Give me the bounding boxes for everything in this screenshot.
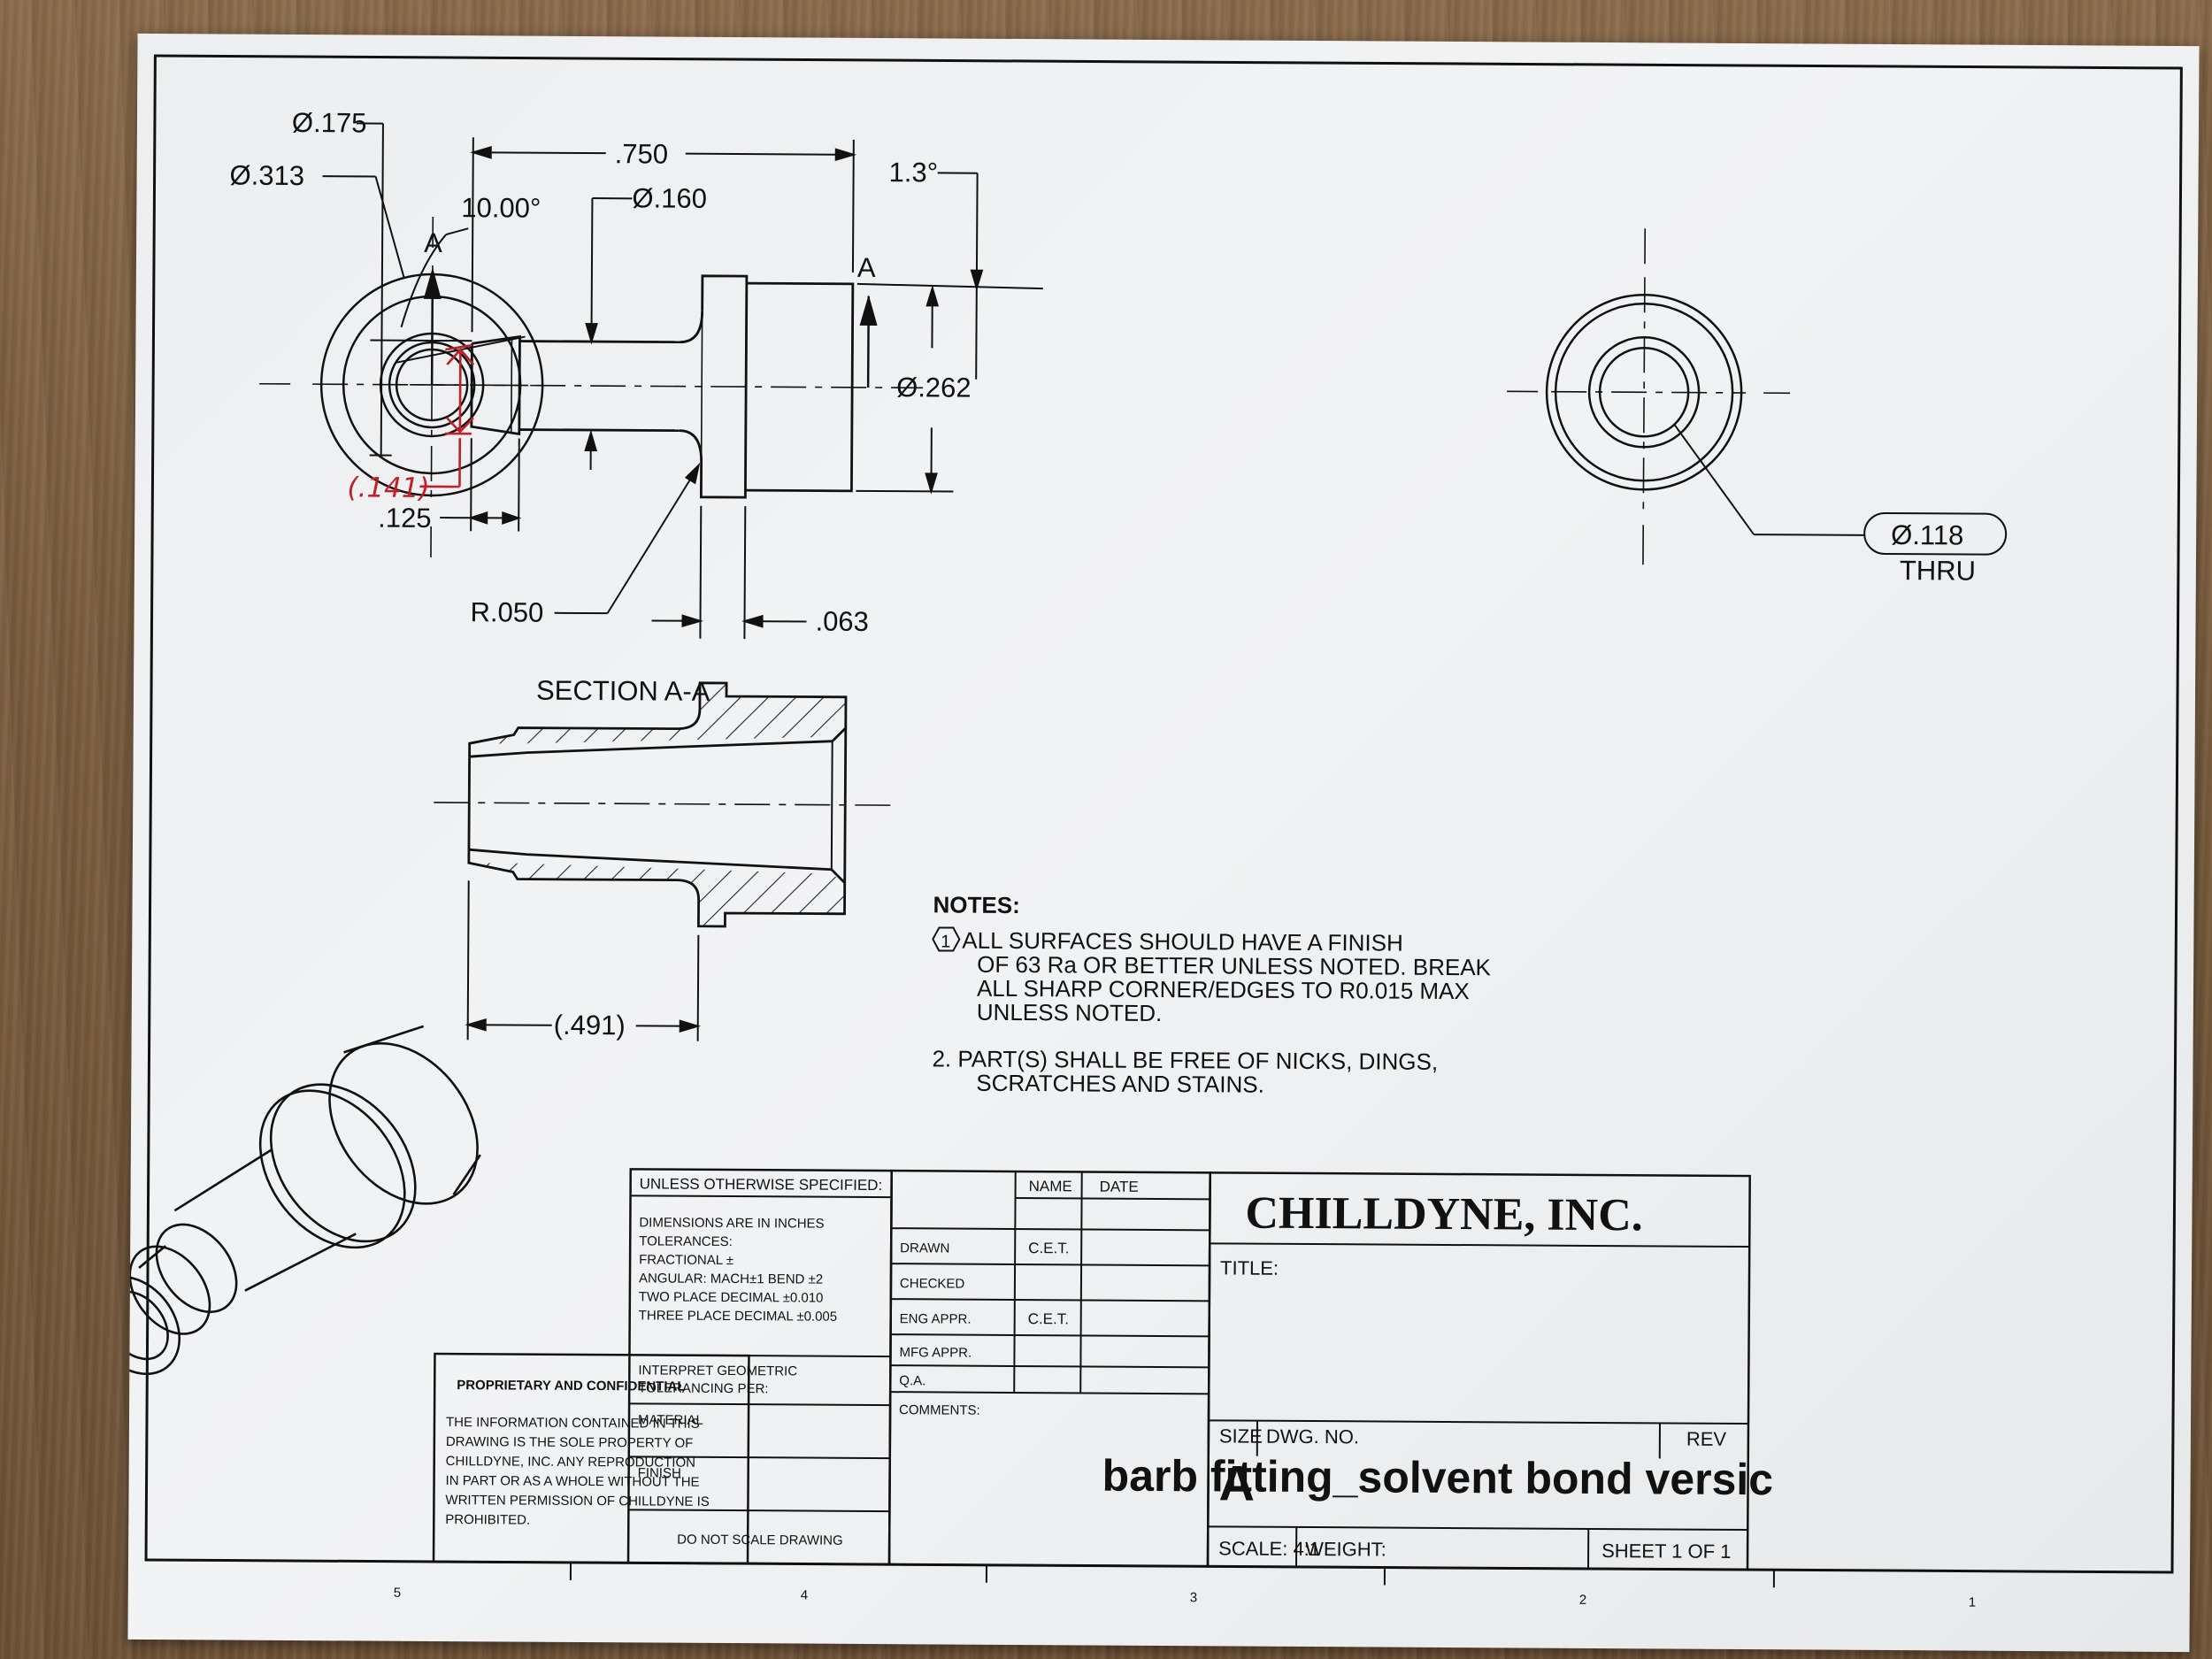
svg-text:DO NOT SCALE DRAWING: DO NOT SCALE DRAWING [677, 1532, 843, 1548]
svg-text:CHILLDYNE, INC. ANY REPRODUC: CHILLDYNE, INC. ANY REPRODUCTION [446, 1454, 695, 1471]
svg-text:UNLESS NOTED.: UNLESS NOTED. [977, 999, 1163, 1026]
svg-text:1: 1 [1969, 1595, 1976, 1610]
dim-len125: .125 [378, 503, 432, 534]
d313-leader [322, 175, 405, 280]
svg-text:COMMENTS:: COMMENTS: [899, 1402, 980, 1418]
svg-text:TOLERANCES:: TOLERANCES: [639, 1233, 733, 1249]
svg-text:INTERPRET GEOMETRIC: INTERPRET GEOMETRIC [638, 1363, 797, 1379]
title-label: TITLE: [1220, 1256, 1279, 1279]
svg-text:DRAWN: DRAWN [900, 1240, 949, 1256]
svg-text:C.E.T.: C.E.T. [1028, 1240, 1069, 1256]
svg-text:PROHIBITED.: PROHIBITED. [445, 1512, 530, 1528]
dim-len491: (.491) [554, 1010, 626, 1041]
dim-r050: R.050 [470, 596, 543, 628]
svg-text:5: 5 [394, 1586, 401, 1601]
svg-text:SCRATCHES AND STAINS.: SCRATCHES AND STAINS. [976, 1070, 1264, 1098]
dim-d313: Ø.313 [229, 160, 304, 192]
svg-text:TWO PLACE DECIMAL ±0.010: TWO PLACE DECIMAL ±0.010 [639, 1289, 824, 1305]
tolerance-text: DIMENSIONS ARE IN INCHES TOLERANCES: FRA… [639, 1215, 838, 1324]
handwritten-dim: (.141) [347, 472, 429, 504]
d160-dim [584, 197, 633, 471]
handwritten-markup [419, 343, 475, 488]
company-name: CHILLDYNE, INC. [1245, 1188, 1643, 1241]
svg-text:ALL SURFACES SHOULD HAVE A FIN: ALL SURFACES SHOULD HAVE A FINISH [962, 927, 1403, 956]
svg-text:FINISH: FINISH [638, 1465, 681, 1480]
svg-text:OF 63 Ra OR BETTER UNLESS NOTE: OF 63 Ra OR BETTER UNLESS NOTED. BREAK [977, 951, 1492, 981]
drawing-number: barb fitting_solvent bond versic [1102, 1451, 1773, 1505]
svg-text:3: 3 [1190, 1590, 1197, 1605]
svg-text:Q.A.: Q.A. [899, 1373, 926, 1388]
dim-len750: .750 [615, 138, 669, 169]
d262-dim [925, 284, 940, 495]
svg-text:ANGULAR: MACH±1 BEND ±2: ANGULAR: MACH±1 BEND ±2 [639, 1271, 823, 1286]
len063-dim [651, 505, 807, 640]
section-title: SECTION A-A [536, 675, 710, 707]
dim-d262: Ø.262 [896, 372, 972, 403]
len491-dim [465, 880, 702, 1041]
len750-dim [470, 137, 857, 333]
svg-text:SIZE: SIZE [1219, 1425, 1263, 1447]
proprietary-heading: PROPRIETARY AND CONFIDENTIAL [457, 1378, 685, 1394]
svg-text:1: 1 [941, 932, 950, 951]
svg-text:MATERIAL: MATERIAL [638, 1412, 703, 1427]
svg-text:THE INFORMATION CONTAINED IN T: THE INFORMATION CONTAINED IN THIS [446, 1415, 700, 1432]
title-block [432, 1168, 1751, 1571]
unless-specified: UNLESS OTHERWISE SPECIFIED: [640, 1175, 883, 1194]
dim-d118: Ø.118 [1891, 519, 1963, 551]
dim-d160: Ø.160 [632, 182, 707, 214]
len125-dim [440, 438, 522, 532]
section-arrow-right [859, 294, 878, 388]
dim-thru: THRU [1900, 555, 1976, 587]
svg-text:C.E.T.: C.E.T. [1028, 1310, 1069, 1327]
svg-text:SHEET 1 OF 1: SHEET 1 OF 1 [1601, 1540, 1731, 1563]
technical-drawing: Ø.313 Ø.118 THRU [127, 54, 2183, 1610]
svg-text:IN PART OR AS A WHOLE WITHOUT: IN PART OR AS A WHOLE WITHOUT THE [446, 1473, 700, 1490]
d118-leader [1674, 424, 2008, 556]
section-mark-right: A [857, 252, 876, 283]
svg-text:DATE: DATE [1100, 1179, 1139, 1195]
dim-ang13: 1.3° [889, 157, 939, 188]
svg-text:ALL SHARP CORNER/EDGES TO R0.0: ALL SHARP CORNER/EDGES TO R0.015 MAX [977, 975, 1470, 1004]
svg-text:FRACTIONAL ±: FRACTIONAL ± [639, 1252, 733, 1268]
zone-marks: 5 4 3 2 1 [394, 1562, 1976, 1610]
svg-text:DWG. NO.: DWG. NO. [1266, 1425, 1359, 1448]
ang13-dim [856, 172, 1043, 493]
svg-text:ENG APPR.: ENG APPR. [900, 1311, 972, 1326]
note-1: 1 ALL SURFACES SHOULD HAVE A FINISH OF 6… [932, 926, 1492, 1026]
svg-text:WEIGHT:: WEIGHT: [1305, 1538, 1386, 1561]
svg-text:CHECKED: CHECKED [900, 1276, 965, 1291]
proprietary-text: THE INFORMATION CONTAINED IN THIS DRAWIN… [445, 1415, 710, 1528]
svg-text:MFG APPR.: MFG APPR. [899, 1345, 972, 1360]
notes-heading: NOTES: [933, 891, 1019, 918]
r050-dim [554, 462, 701, 615]
dim-len063: .063 [815, 606, 869, 637]
d175-dim [356, 122, 472, 457]
svg-text:REV: REV [1686, 1428, 1727, 1450]
dim-d175: Ø.175 [292, 107, 367, 139]
size-value: A [1218, 1455, 1255, 1510]
section-mark-left: A [424, 227, 442, 258]
drawing-sheet: Ø.313 Ø.118 THRU [127, 33, 2200, 1653]
svg-text:TOLERANCING PER:: TOLERANCING PER: [638, 1380, 768, 1396]
svg-text:4: 4 [801, 1588, 808, 1603]
section-view [434, 681, 895, 928]
svg-text:NAME: NAME [1029, 1178, 1072, 1194]
isometric-view [127, 1025, 481, 1376]
sheet-border [144, 54, 2183, 1574]
note-2: 2. PART(S) SHALL BE FREE OF NICKS, DINGS… [932, 1045, 1438, 1098]
svg-text:2: 2 [1579, 1593, 1586, 1608]
front-centerline [410, 383, 924, 389]
svg-text:THREE PLACE DECIMAL ±0.005: THREE PLACE DECIMAL ±0.005 [639, 1308, 838, 1324]
svg-text:2. PART(S) SHALL BE FREE OF N: 2. PART(S) SHALL BE FREE OF NICKS, DINGS… [932, 1045, 1438, 1074]
section-arrow-left [423, 266, 442, 385]
svg-text:SCALE: 4:1: SCALE: 4:1 [1218, 1537, 1320, 1560]
dim-ang10: 10.00° [461, 192, 541, 224]
svg-text:DIMENSIONS ARE IN INCHES: DIMENSIONS ARE IN INCHES [639, 1215, 824, 1231]
right-end-view [1507, 228, 1791, 565]
svg-text:WRITTEN PERMISSION OF CHILLDYN: WRITTEN PERMISSION OF CHILLDYNE IS [445, 1493, 709, 1509]
svg-text:DRAWING IS THE SOLE PROPERTY O: DRAWING IS THE SOLE PROPERTY OF [446, 1434, 694, 1451]
